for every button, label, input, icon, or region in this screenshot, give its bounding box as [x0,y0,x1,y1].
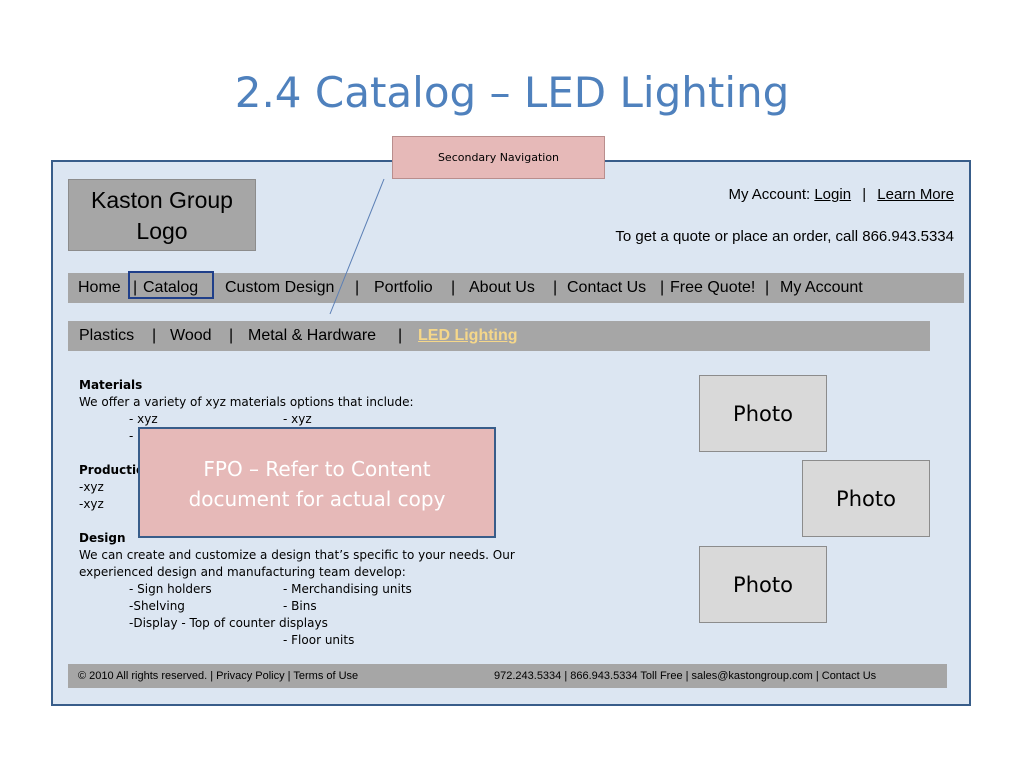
materials-list-row: - [79,428,519,445]
secondary-navigation-bar: Plastics | Wood | Metal & Hardware | LED… [68,321,930,351]
nav-item-my-account[interactable]: My Account [780,279,863,296]
fpo-content-note: FPO – Refer to Content document for actu… [138,427,496,538]
materials-item: - [129,429,134,443]
design-item: - Bins [283,599,317,613]
photo-placeholder: Photo [802,460,930,537]
design-list-row: -Display - Top of counter displays [79,615,519,632]
subnav-item-metal-hardware[interactable]: Metal & Hardware [248,327,377,344]
account-links: My Account: Login | Learn More [728,186,954,203]
design-item: - Sign holders [129,582,212,596]
design-heading: Design [79,531,126,545]
nav-item-free-quote[interactable]: Free Quote! [670,279,756,296]
nav-separator: | [553,279,558,296]
design-item: -Display - Top of counter displays [129,616,328,630]
design-list-row: - Floor units [79,632,519,649]
logo-line-2: Logo [136,218,188,244]
main-navigation-bar: Home | Catalog Custom Design | Portfolio… [68,273,964,303]
footer-contact-info[interactable]: 972.243.5334 | 866.943.5334 Toll Free | … [494,670,877,682]
footer-legal-links[interactable]: © 2010 All rights reserved. | Privacy Po… [78,670,359,682]
nav-item-portfolio[interactable]: Portfolio [374,279,433,296]
subnav-item-plastics[interactable]: Plastics [79,327,135,344]
logo-line-1: Kaston Group [91,187,233,213]
learn-more-link[interactable]: Learn More [877,186,954,203]
materials-item: - xyz [283,412,312,426]
company-logo-placeholder: Kaston Group Logo [68,179,256,251]
materials-item: - xyz [129,412,158,426]
production-item: -xyz [79,480,104,494]
my-account-label: My Account: [728,186,811,203]
production-heading: Productio [79,463,145,477]
catalog-nav-highlight [128,271,214,299]
nav-separator: | [451,279,456,296]
design-item: - Floor units [283,633,355,647]
login-link[interactable]: Login [814,186,852,203]
subnav-separator: | [398,327,403,344]
subnav-separator: | [229,327,234,344]
production-item: -xyz [79,497,104,511]
page-content: Materials We offer a variety of xyz mate… [79,377,519,649]
design-item: -Shelving [129,599,185,613]
secondary-navigation-callout: Secondary Navigation [392,136,605,179]
design-item: - Merchandising units [283,582,412,596]
nav-separator: | [765,279,770,296]
nav-item-catalog[interactable]: Catalog [143,279,199,296]
materials-text: We offer a variety of xyz materials opti… [79,395,414,409]
nav-separator: | [133,279,138,296]
photo-placeholder: Photo [699,546,827,623]
page-footer: © 2010 All rights reserved. | Privacy Po… [68,664,947,688]
nav-item-about-us[interactable]: About Us [469,279,535,296]
nav-item-custom-design[interactable]: Custom Design [225,279,335,296]
subnav-item-wood[interactable]: Wood [170,327,212,344]
fpo-line-1: FPO – Refer to Content [203,457,431,481]
materials-heading: Materials [79,378,143,392]
quote-info-text: To get a quote or place an order, call 8… [615,228,954,245]
subnav-separator: | [152,327,157,344]
nav-item-home[interactable]: Home [78,279,121,296]
design-list-row: - Sign holders - Merchandising units [79,581,519,598]
design-text: experienced design and manufacturing tea… [79,565,406,579]
photo-placeholder: Photo [699,375,827,452]
nav-separator: | [355,279,360,296]
fpo-line-2: document for actual copy [188,487,446,511]
materials-list-row: - xyz - xyz [79,411,519,428]
design-text: We can create and customize a design tha… [79,548,515,562]
nav-separator: | [660,279,665,296]
account-separator: | [862,186,867,203]
slide-title: 2.4 Catalog – LED Lighting [234,68,790,117]
subnav-item-led-lighting[interactable]: LED Lighting [418,327,518,344]
nav-item-contact-us[interactable]: Contact Us [567,279,647,296]
design-list-row: -Shelving - Bins [79,598,519,615]
